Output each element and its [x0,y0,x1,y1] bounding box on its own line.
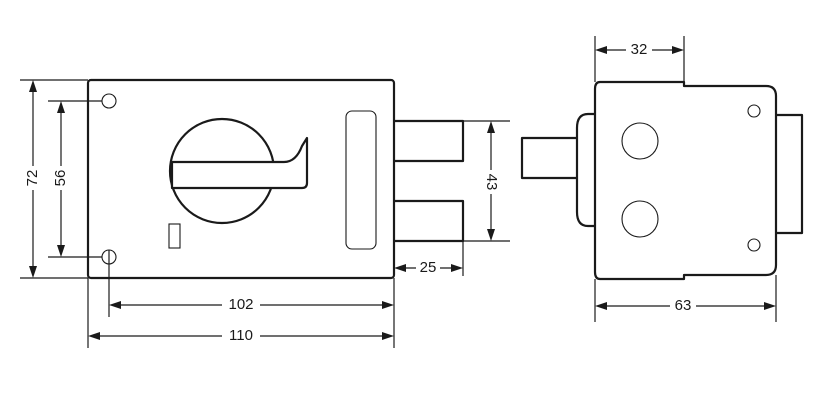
cylinder-bottom [621,200,659,238]
dim-label-72: 72 [24,170,41,187]
cylinder-top [621,122,659,160]
lock-body-side [593,80,778,281]
dim-label-63: 63 [675,297,692,314]
indicator-slot [168,223,181,249]
knob-lever [170,136,309,190]
dimension-63: 63 [594,275,777,322]
side-view [520,80,804,281]
screw-top [747,104,761,118]
dimension-32: 32 [594,36,685,82]
dim-label-110: 110 [229,327,253,344]
lower-bolt [383,199,465,243]
dimension-102: 102 [108,250,395,317]
dim-label-43: 43 [483,174,500,191]
side-flange [575,112,600,228]
screw-bottom [747,238,761,252]
dimension-25: 25 [394,241,464,277]
latch-slot [345,110,377,250]
dimension-110: 110 [87,278,395,348]
dim-label-56: 56 [52,170,69,187]
dimension-43: 43 [463,120,510,242]
dim-label-32: 32 [631,41,648,58]
dim-label-25: 25 [420,259,437,276]
dimension-56: 56 [48,100,102,258]
front-view [86,78,465,280]
upper-bolt [383,119,465,163]
dim-label-102: 102 [228,296,253,313]
dimension-72: 72 [20,79,88,279]
